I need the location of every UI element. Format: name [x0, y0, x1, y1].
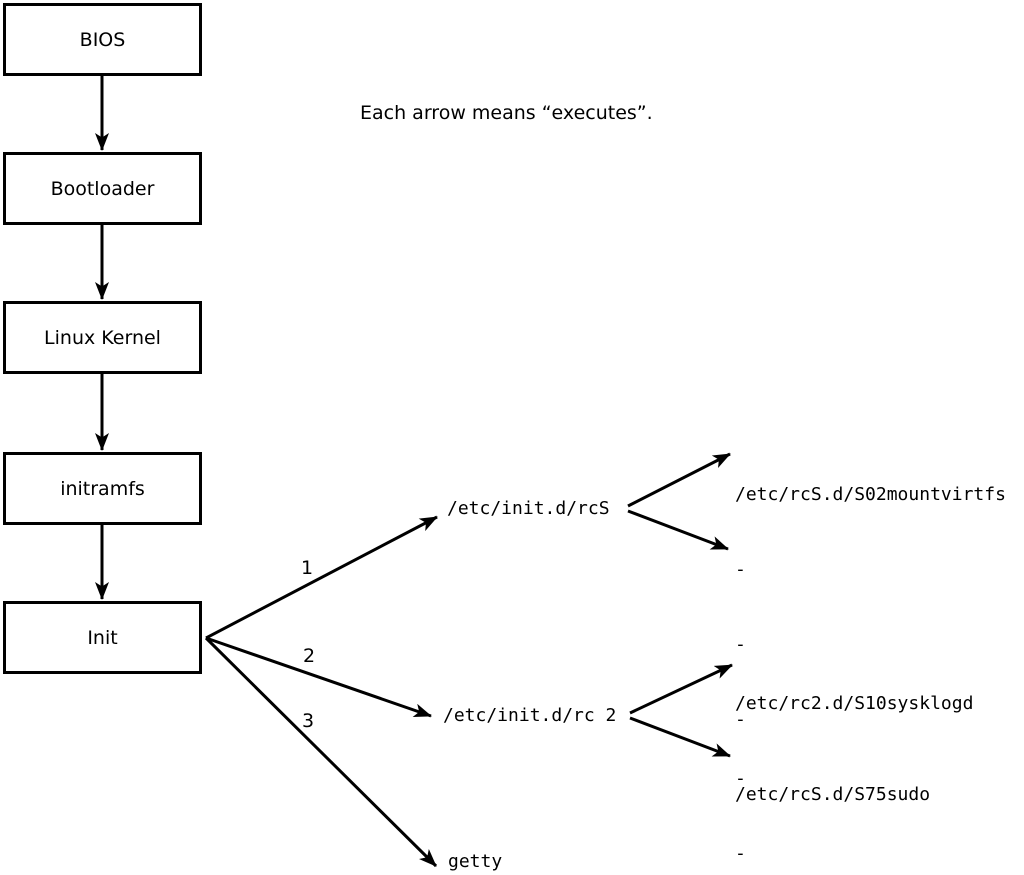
rc2-children-list: /etc/rc2.d/S10sysklogd - - - /etc/rc2.d/…: [735, 641, 973, 875]
box-linux-kernel-label: Linux Kernel: [44, 326, 161, 349]
branch-number-3: 3: [302, 710, 315, 732]
arrow-init-to-rc2: [205, 636, 432, 718]
legend-note: Each arrow means “executes”.: [360, 102, 653, 124]
arrow-rc2-to-s99gdm: [629, 716, 731, 758]
box-linux-kernel: Linux Kernel: [3, 301, 202, 374]
list-item: -: [735, 559, 746, 580]
box-bootloader: Bootloader: [3, 152, 202, 225]
list-item: /etc/rcS.d/S02mountvirtfs: [735, 484, 1006, 505]
list-item: /etc/rcS.d/S75sudo: [735, 784, 931, 805]
list-item: -: [735, 634, 746, 655]
list-item: -: [735, 709, 746, 730]
arrow-init-to-getty: [204, 636, 438, 868]
branch-number-1: 1: [301, 557, 314, 579]
target-getty: getty: [448, 851, 503, 872]
list-item: -: [735, 768, 746, 789]
arrow-init-to-rcS: [205, 515, 438, 640]
box-init: Init: [3, 601, 202, 674]
branch-number-2: 2: [303, 645, 316, 667]
rcS-children-list: /etc/rcS.d/S02mountvirtfs - - - /etc/rcS…: [735, 432, 1006, 857]
target-init-d-rcS: /etc/init.d/rcS: [447, 498, 610, 519]
list-item: /etc/rc2.d/S10sysklogd: [735, 693, 974, 714]
arrow-rc2-to-s10sysklogd: [629, 663, 733, 715]
box-bootloader-label: Bootloader: [50, 177, 155, 200]
target-init-d-rc2: /etc/init.d/rc 2: [443, 705, 617, 726]
box-init-label: Init: [87, 626, 118, 649]
arrow-rcS-to-s75sudo: [627, 509, 729, 551]
box-bios-label: BIOS: [79, 28, 126, 51]
box-initramfs-label: initramfs: [60, 477, 145, 500]
box-bios: BIOS: [3, 3, 202, 76]
box-initramfs: initramfs: [3, 452, 202, 525]
arrow-rcS-to-s02mountvirtfs: [627, 452, 731, 508]
list-item: -: [735, 843, 746, 864]
